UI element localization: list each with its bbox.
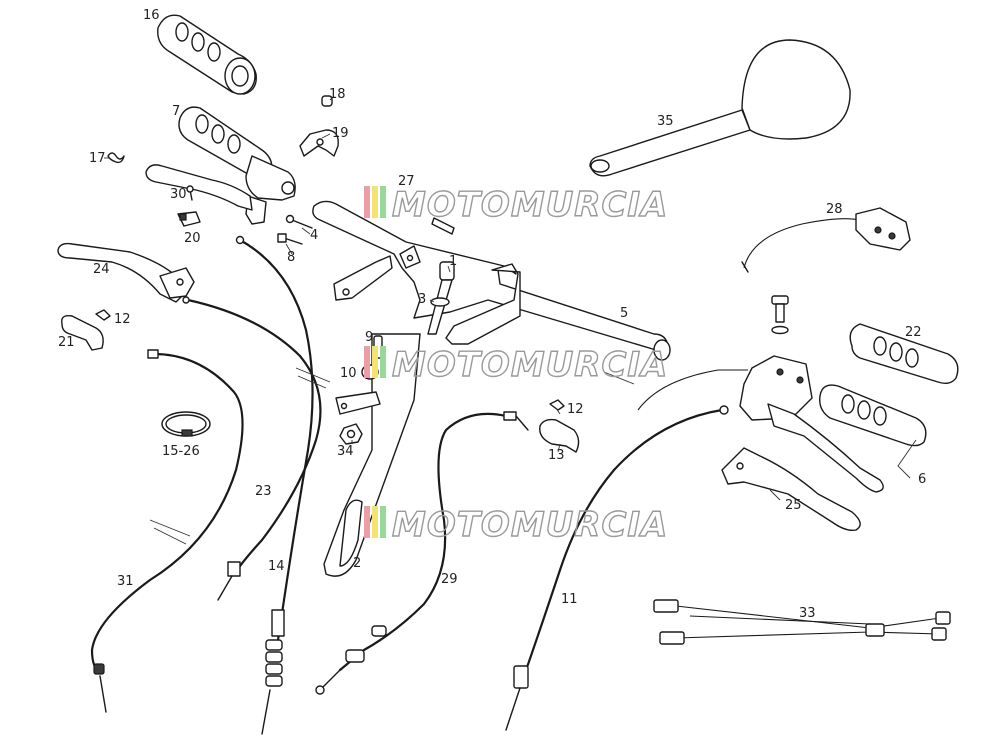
part-7-throttle-grip: [178, 106, 296, 225]
part-4-screw: [285, 214, 313, 229]
part-18-cap: [321, 95, 333, 107]
label-20: 20: [184, 231, 201, 246]
watermark-text: MOTOMURCIA: [392, 345, 668, 385]
label-30: 30: [170, 187, 187, 202]
label-23: 23: [255, 484, 272, 499]
part-8-screw: [277, 233, 303, 245]
part-31-cable: [90, 349, 244, 713]
label-35: 35: [657, 114, 674, 129]
watermark-stripe-1: [364, 346, 370, 378]
label-19: 19: [332, 126, 349, 141]
label-5: 5: [620, 306, 628, 321]
watermark-stripe-2: [372, 186, 378, 218]
part-24-lever: [57, 242, 195, 303]
label-10: 10: [340, 366, 357, 381]
part-19-bracket: [299, 129, 339, 157]
watermark-bottom: MOTOMURCIA: [364, 504, 668, 546]
label-3: 3: [418, 292, 426, 307]
part-15-26-clamp-ring: [161, 411, 211, 437]
label-9: 9: [365, 330, 373, 345]
label-7: 7: [172, 104, 180, 119]
label-34: 34: [337, 444, 354, 459]
label-25: 25: [785, 498, 802, 513]
part-1-bolt: [427, 261, 455, 335]
label-28: 28: [826, 202, 843, 217]
part-17-spring: [107, 152, 125, 164]
part-21-bracket: [61, 314, 104, 351]
part-14-cable: [235, 235, 314, 735]
part-13-bracket: [539, 418, 580, 453]
part-35-mirror: [589, 39, 851, 177]
watermark-stripe-2: [372, 346, 378, 378]
part-34-nut: [339, 423, 363, 445]
watermark-stripe-3: [380, 506, 386, 538]
part-5-handlebar: [312, 200, 671, 361]
part-12-nut-center: [549, 399, 565, 411]
label-16: 16: [143, 8, 160, 23]
label-18: 18: [329, 87, 346, 102]
part-29-cable: [315, 411, 529, 695]
part-6-grip-assembly: [637, 355, 927, 493]
leader-lines: [104, 95, 917, 501]
part-16-grip: [157, 14, 257, 95]
label-29: 29: [441, 572, 458, 587]
watermark-stripe-3: [380, 346, 386, 378]
part-11-cable: [505, 405, 729, 731]
label-2: 2: [353, 556, 361, 571]
part-23-cable: [182, 296, 322, 601]
label-14: 14: [268, 559, 285, 574]
label-11: 11: [561, 592, 578, 607]
label-17: 17: [89, 151, 106, 166]
label-31: 31: [117, 574, 134, 589]
label-13: 13: [548, 448, 565, 463]
label-24: 24: [93, 262, 110, 277]
watermark-text: MOTOMURCIA: [392, 185, 668, 225]
part-30-screw: [186, 185, 194, 201]
part-20-clamp: [177, 211, 201, 227]
part-28-switch: [741, 207, 911, 273]
watermark-stripe-1: [364, 186, 370, 218]
label-15-26: 15-26: [162, 444, 200, 459]
part-3-washer: [430, 297, 450, 307]
label-12-center: 12: [567, 402, 584, 417]
watermark-stripe-3: [380, 186, 386, 218]
label-22: 22: [905, 325, 922, 340]
watermark-stripe-2: [372, 506, 378, 538]
callout-labels: 16 7 18 19 17 30 20 4 8 27 1 3 5 35 28 2…: [58, 8, 926, 621]
front-brake-lever-upper: [145, 164, 253, 211]
label-27: 27: [398, 174, 415, 189]
part-2-stem: [323, 333, 421, 577]
watermark-stripe-1: [364, 506, 370, 538]
part-33-harness: [653, 599, 951, 645]
hatch-marks: [149, 367, 635, 545]
watermark-top: MOTOMURCIA: [364, 184, 668, 226]
watermark-middle: MOTOMURCIA: [364, 344, 668, 386]
part-12-nut-left: [95, 309, 111, 321]
label-12-left: 12: [114, 312, 131, 327]
part-25-lever: [721, 447, 861, 532]
label-4: 4: [310, 228, 318, 243]
part-22-grip: [849, 323, 959, 385]
part-27-pin: [431, 217, 455, 235]
watermark-text: MOTOMURCIA: [392, 505, 668, 545]
label-33: 33: [799, 606, 816, 621]
label-21: 21: [58, 335, 75, 350]
label-6: 6: [918, 472, 926, 487]
label-8: 8: [287, 250, 295, 265]
label-1: 1: [449, 254, 457, 269]
part-screw-right: [771, 295, 789, 335]
